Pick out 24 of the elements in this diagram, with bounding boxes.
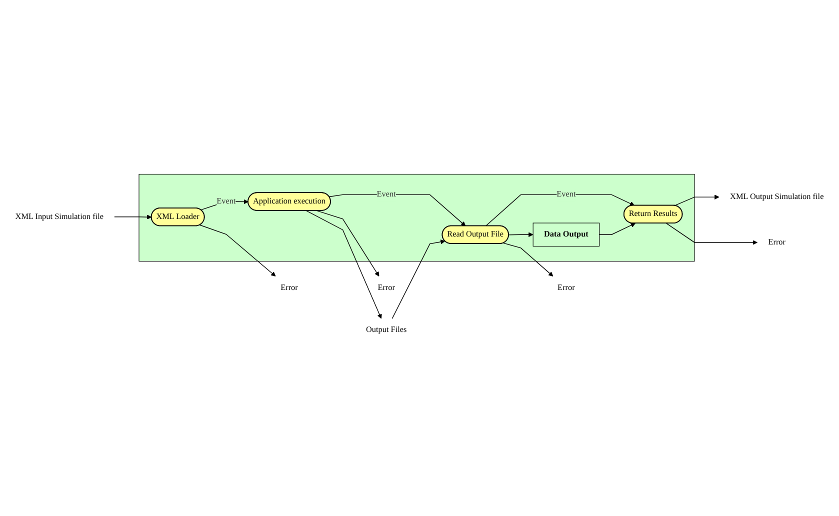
arrow <box>666 222 758 245</box>
edge-label: Event <box>556 190 576 199</box>
arrow <box>674 194 720 206</box>
node-box: Data Output <box>532 222 600 246</box>
node-text: XML Input Simulation file <box>15 212 104 222</box>
node-text: Error <box>378 283 395 292</box>
node-text: Error <box>280 283 298 292</box>
edge-label: Event <box>216 197 236 206</box>
arrow <box>306 210 382 319</box>
arrow <box>508 232 534 238</box>
node-text: XML Output Simulation file <box>730 192 824 202</box>
arrow <box>485 194 635 226</box>
arrow <box>200 224 276 276</box>
arrow <box>392 240 446 319</box>
cluster <box>138 174 695 262</box>
node-text: Error <box>768 238 786 247</box>
arrow <box>598 222 636 235</box>
arrow <box>328 194 466 226</box>
node-text: Output Files <box>366 326 407 334</box>
arrow <box>503 242 554 276</box>
arrow <box>316 210 380 276</box>
arrow <box>114 214 152 220</box>
node-text: Error <box>558 283 575 292</box>
edge-label: Event <box>376 190 396 199</box>
